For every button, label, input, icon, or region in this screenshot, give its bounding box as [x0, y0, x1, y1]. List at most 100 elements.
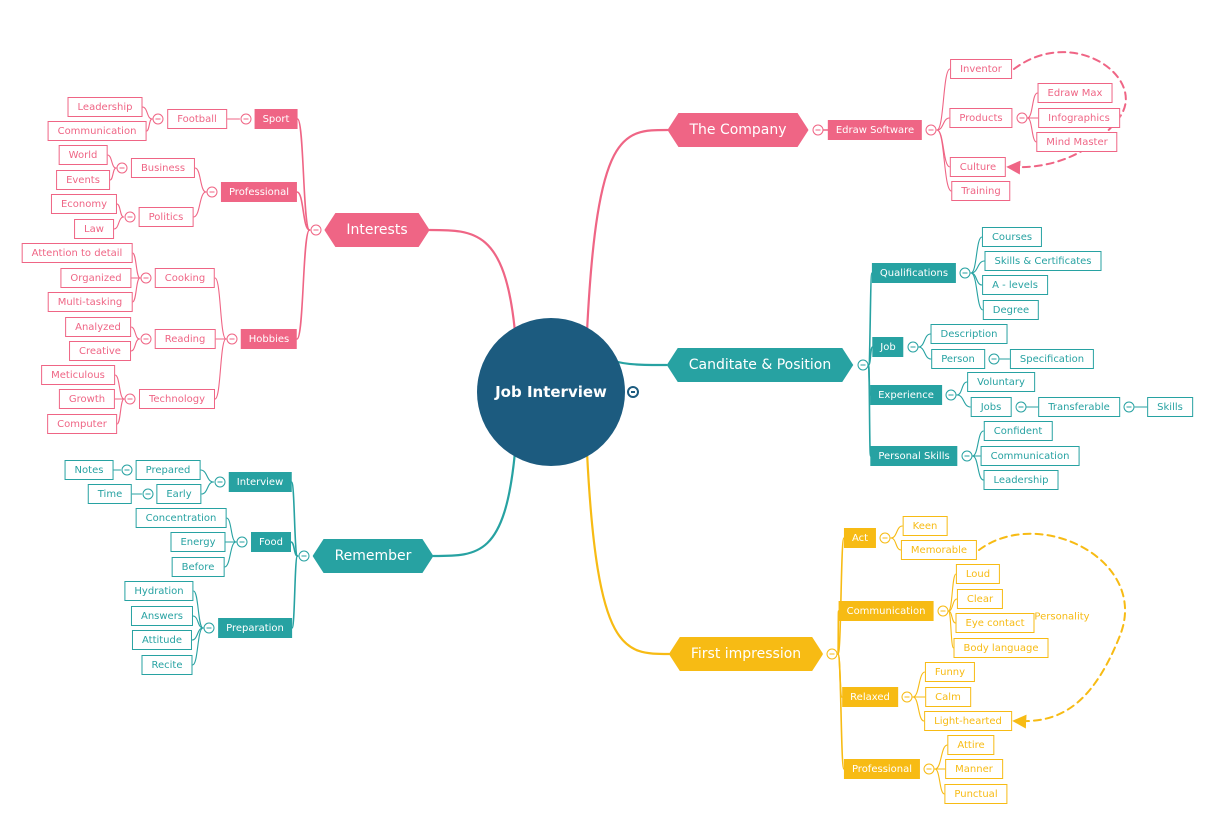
topic-prepared[interactable]: Prepared — [135, 460, 201, 480]
collapse-toggle-act[interactable] — [879, 532, 891, 544]
topic-organized[interactable]: Organized — [60, 268, 132, 288]
topic-attire[interactable]: Attire — [947, 735, 995, 755]
collapse-toggle-prepared[interactable] — [121, 464, 132, 476]
main-topic-candidate[interactable]: Canditate & Position — [667, 348, 854, 382]
topic-time[interactable]: Time — [87, 484, 133, 504]
topic-inventor[interactable]: Inventor — [950, 59, 1012, 79]
collapse-toggle-comm3[interactable] — [937, 605, 948, 617]
topic-calm[interactable]: Calm — [925, 687, 971, 707]
topic-energy[interactable]: Energy — [170, 532, 226, 552]
collapse-toggle-candidate[interactable] — [857, 359, 868, 371]
topic-job[interactable]: Job — [872, 337, 904, 357]
topic-leadership1[interactable]: Leadership — [67, 97, 143, 117]
topic-relaxed[interactable]: Relaxed — [842, 687, 898, 707]
topic-communication2[interactable]: Communication — [980, 446, 1080, 466]
root-topic-root[interactable]: Job Interview — [477, 318, 625, 466]
collapse-toggle-first[interactable] — [826, 648, 838, 660]
collapse-toggle-interests[interactable] — [310, 224, 321, 236]
topic-punctual[interactable]: Punctual — [944, 784, 1008, 804]
collapse-toggle-qualifications[interactable] — [959, 267, 971, 279]
topic-transferable[interactable]: Transferable — [1038, 397, 1120, 417]
topic-memorable[interactable]: Memorable — [900, 540, 978, 560]
topic-jobs[interactable]: Jobs — [970, 397, 1012, 417]
collapse-toggle-jobs[interactable] — [1015, 401, 1026, 413]
topic-alevels[interactable]: A - levels — [982, 275, 1048, 295]
collapse-toggle-professional2[interactable] — [923, 763, 935, 775]
topic-politics[interactable]: Politics — [138, 207, 194, 227]
topic-description[interactable]: Description — [930, 324, 1008, 344]
collapse-toggle-cooking[interactable] — [140, 272, 152, 284]
topic-notes[interactable]: Notes — [64, 460, 114, 480]
topic-business[interactable]: Business — [130, 158, 196, 178]
topic-culture[interactable]: Culture — [949, 157, 1007, 177]
topic-clear[interactable]: Clear — [956, 589, 1004, 609]
topic-skillscert[interactable]: Skills & Certificates — [984, 251, 1102, 271]
topic-before[interactable]: Before — [171, 557, 225, 577]
topic-attention[interactable]: Attention to detail — [21, 243, 133, 263]
topic-bodylanguage[interactable]: Body language — [953, 638, 1049, 658]
topic-technology[interactable]: Technology — [138, 389, 216, 409]
topic-loud[interactable]: Loud — [955, 564, 1001, 584]
collapse-toggle-technology[interactable] — [124, 393, 136, 405]
collapse-toggle-transferable[interactable] — [1123, 401, 1135, 413]
topic-professional2[interactable]: Professional — [843, 759, 921, 779]
main-topic-company[interactable]: The Company — [667, 113, 808, 147]
topic-hobbies[interactable]: Hobbies — [240, 329, 298, 349]
collapse-toggle-relaxed[interactable] — [901, 691, 913, 703]
collapse-toggle-business[interactable] — [116, 162, 128, 174]
collapse-toggle-sport[interactable] — [240, 113, 251, 125]
topic-interview[interactable]: Interview — [228, 472, 292, 492]
collapse-toggle-edraw[interactable] — [925, 124, 937, 136]
topic-manner[interactable]: Manner — [945, 759, 1003, 779]
main-topic-first[interactable]: First impression — [669, 637, 823, 671]
topic-preparation[interactable]: Preparation — [218, 618, 292, 638]
topic-infographics[interactable]: Infographics — [1038, 108, 1120, 128]
topic-attitude[interactable]: Attitude — [131, 630, 193, 650]
topic-food[interactable]: Food — [251, 532, 291, 552]
collapse-toggle-root[interactable] — [627, 386, 639, 398]
collapse-toggle-experience[interactable] — [945, 389, 957, 401]
topic-answers[interactable]: Answers — [130, 606, 194, 626]
collapse-toggle-politics[interactable] — [124, 211, 135, 223]
topic-experience[interactable]: Experience — [870, 385, 942, 405]
collapse-toggle-job[interactable] — [907, 341, 918, 353]
topic-law[interactable]: Law — [74, 219, 114, 239]
collapse-toggle-food[interactable] — [236, 536, 248, 548]
collapse-toggle-professional1[interactable] — [206, 186, 218, 198]
topic-events[interactable]: Events — [56, 170, 110, 190]
topic-analyzed[interactable]: Analyzed — [65, 317, 131, 337]
topic-person[interactable]: Person — [931, 349, 985, 369]
topic-act[interactable]: Act — [843, 528, 877, 548]
topic-concentration[interactable]: Concentration — [135, 508, 227, 528]
topic-cooking[interactable]: Cooking — [154, 268, 216, 288]
topic-eyecontact[interactable]: Eye contact — [955, 613, 1035, 633]
topic-edrawmax[interactable]: Edraw Max — [1037, 83, 1113, 103]
topic-multitasking[interactable]: Multi-tasking — [47, 292, 133, 312]
topic-economy[interactable]: Economy — [50, 194, 118, 214]
topic-lighthearted[interactable]: Light-hearted — [924, 711, 1012, 731]
topic-communication1[interactable]: Communication — [47, 121, 147, 141]
topic-personalskills[interactable]: Personal Skills — [870, 446, 958, 466]
topic-courses[interactable]: Courses — [981, 227, 1043, 247]
topic-confident[interactable]: Confident — [983, 421, 1053, 441]
topic-training[interactable]: Training — [951, 181, 1011, 201]
topic-degree[interactable]: Degree — [982, 300, 1040, 320]
topic-creative[interactable]: Creative — [69, 341, 131, 361]
collapse-toggle-company[interactable] — [812, 124, 823, 136]
collapse-toggle-hobbies[interactable] — [226, 333, 238, 345]
topic-professional1[interactable]: Professional — [220, 182, 298, 202]
topic-sport[interactable]: Sport — [254, 109, 298, 129]
collapse-toggle-person[interactable] — [988, 353, 1000, 365]
collapse-toggle-preparation[interactable] — [203, 622, 215, 634]
topic-funny[interactable]: Funny — [924, 662, 976, 682]
collapse-toggle-remember[interactable] — [298, 550, 309, 562]
collapse-toggle-personalskills[interactable] — [961, 450, 972, 462]
main-topic-remember[interactable]: Remember — [313, 539, 434, 573]
topic-comm3[interactable]: Communication — [838, 601, 934, 621]
topic-computer[interactable]: Computer — [47, 414, 117, 434]
topic-leadership2[interactable]: Leadership — [983, 470, 1059, 490]
topic-skills[interactable]: Skills — [1147, 397, 1193, 417]
topic-specification[interactable]: Specification — [1009, 349, 1095, 369]
topic-mindmaster[interactable]: Mind Master — [1036, 132, 1118, 152]
collapse-toggle-football[interactable] — [152, 113, 164, 125]
